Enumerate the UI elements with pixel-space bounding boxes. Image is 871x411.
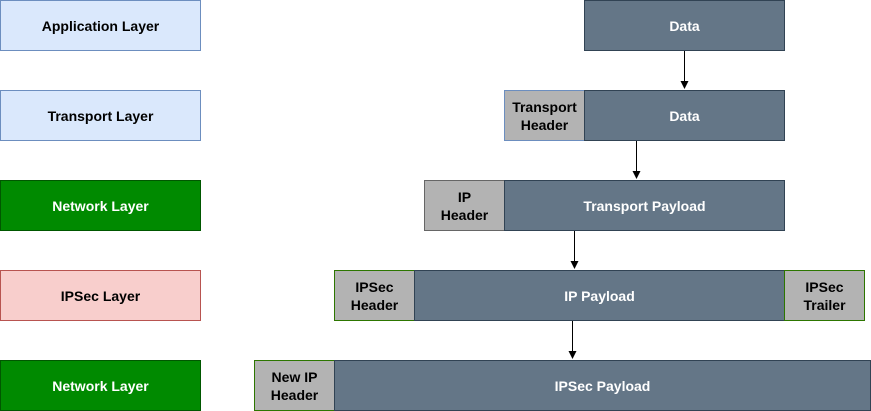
layer-network-outer: Network Layer <box>0 360 201 411</box>
transport-data-block: Data <box>584 90 785 141</box>
new-ip-header-block: New IP Header <box>254 360 335 411</box>
layer-application: Application Layer <box>0 0 201 51</box>
ipsec-payload-block: IPSec Payload <box>334 360 871 411</box>
ipsec-trailer-block: IPSec Trailer <box>784 270 865 321</box>
ip-header-block: IP Header <box>424 180 505 231</box>
ip-payload-block: IP Payload <box>414 270 785 321</box>
layer-ipsec: IPSec Layer <box>0 270 201 321</box>
transport-header-block: Transport Header <box>504 90 585 141</box>
transport-payload-block: Transport Payload <box>504 180 785 231</box>
layer-transport: Transport Layer <box>0 90 201 141</box>
application-data-block: Data <box>584 0 785 51</box>
layer-network: Network Layer <box>0 180 201 231</box>
ipsec-header-block: IPSec Header <box>334 270 415 321</box>
